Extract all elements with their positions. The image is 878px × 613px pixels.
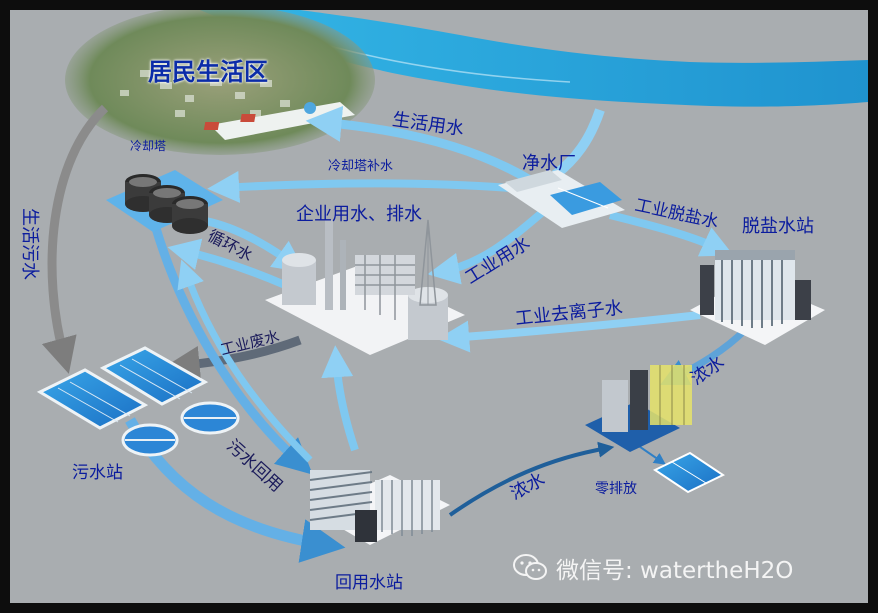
water-plant-label: 净水厂 <box>522 155 576 173</box>
wechat-icon <box>512 553 548 583</box>
cooling-tower-label: 冷却塔 <box>130 140 166 152</box>
diagram-canvas: 居民生活区 冷却塔 生活用水 冷却塔补水 净水厂 企业用水、排水 循环水 工业用… <box>10 10 868 603</box>
diagram-graphics <box>10 10 868 603</box>
sewage-station-label: 污水站 <box>72 465 123 482</box>
desalination-station-label: 脱盐水站 <box>742 218 814 236</box>
tower-makeup-label: 冷却塔补水 <box>328 160 393 173</box>
reuse-station-graphic <box>310 470 450 545</box>
reuse-to-factory-arrow <box>336 358 355 450</box>
watermark: 微信号: watertheH2O <box>512 550 793 586</box>
domestic-sewage-arrow <box>52 108 105 360</box>
cooling-tower-graphic <box>106 170 223 234</box>
zero-discharge-label: 零排放 <box>595 482 637 496</box>
domestic-sewage-label: 生活污水 <box>20 208 38 280</box>
tower-makeup-arrow <box>220 184 510 189</box>
water-plant-graphic <box>498 170 625 228</box>
reuse-station-label: 回用水站 <box>335 575 403 592</box>
desalination-graphic <box>690 250 825 345</box>
watermark-text: 微信号: watertheH2O <box>556 551 793 585</box>
enterprise-water-label: 企业用水、排水 <box>296 206 422 224</box>
factory-graphic <box>265 220 465 355</box>
residential-area-label: 居民生活区 <box>148 60 268 84</box>
zero-discharge-graphic <box>585 365 692 452</box>
